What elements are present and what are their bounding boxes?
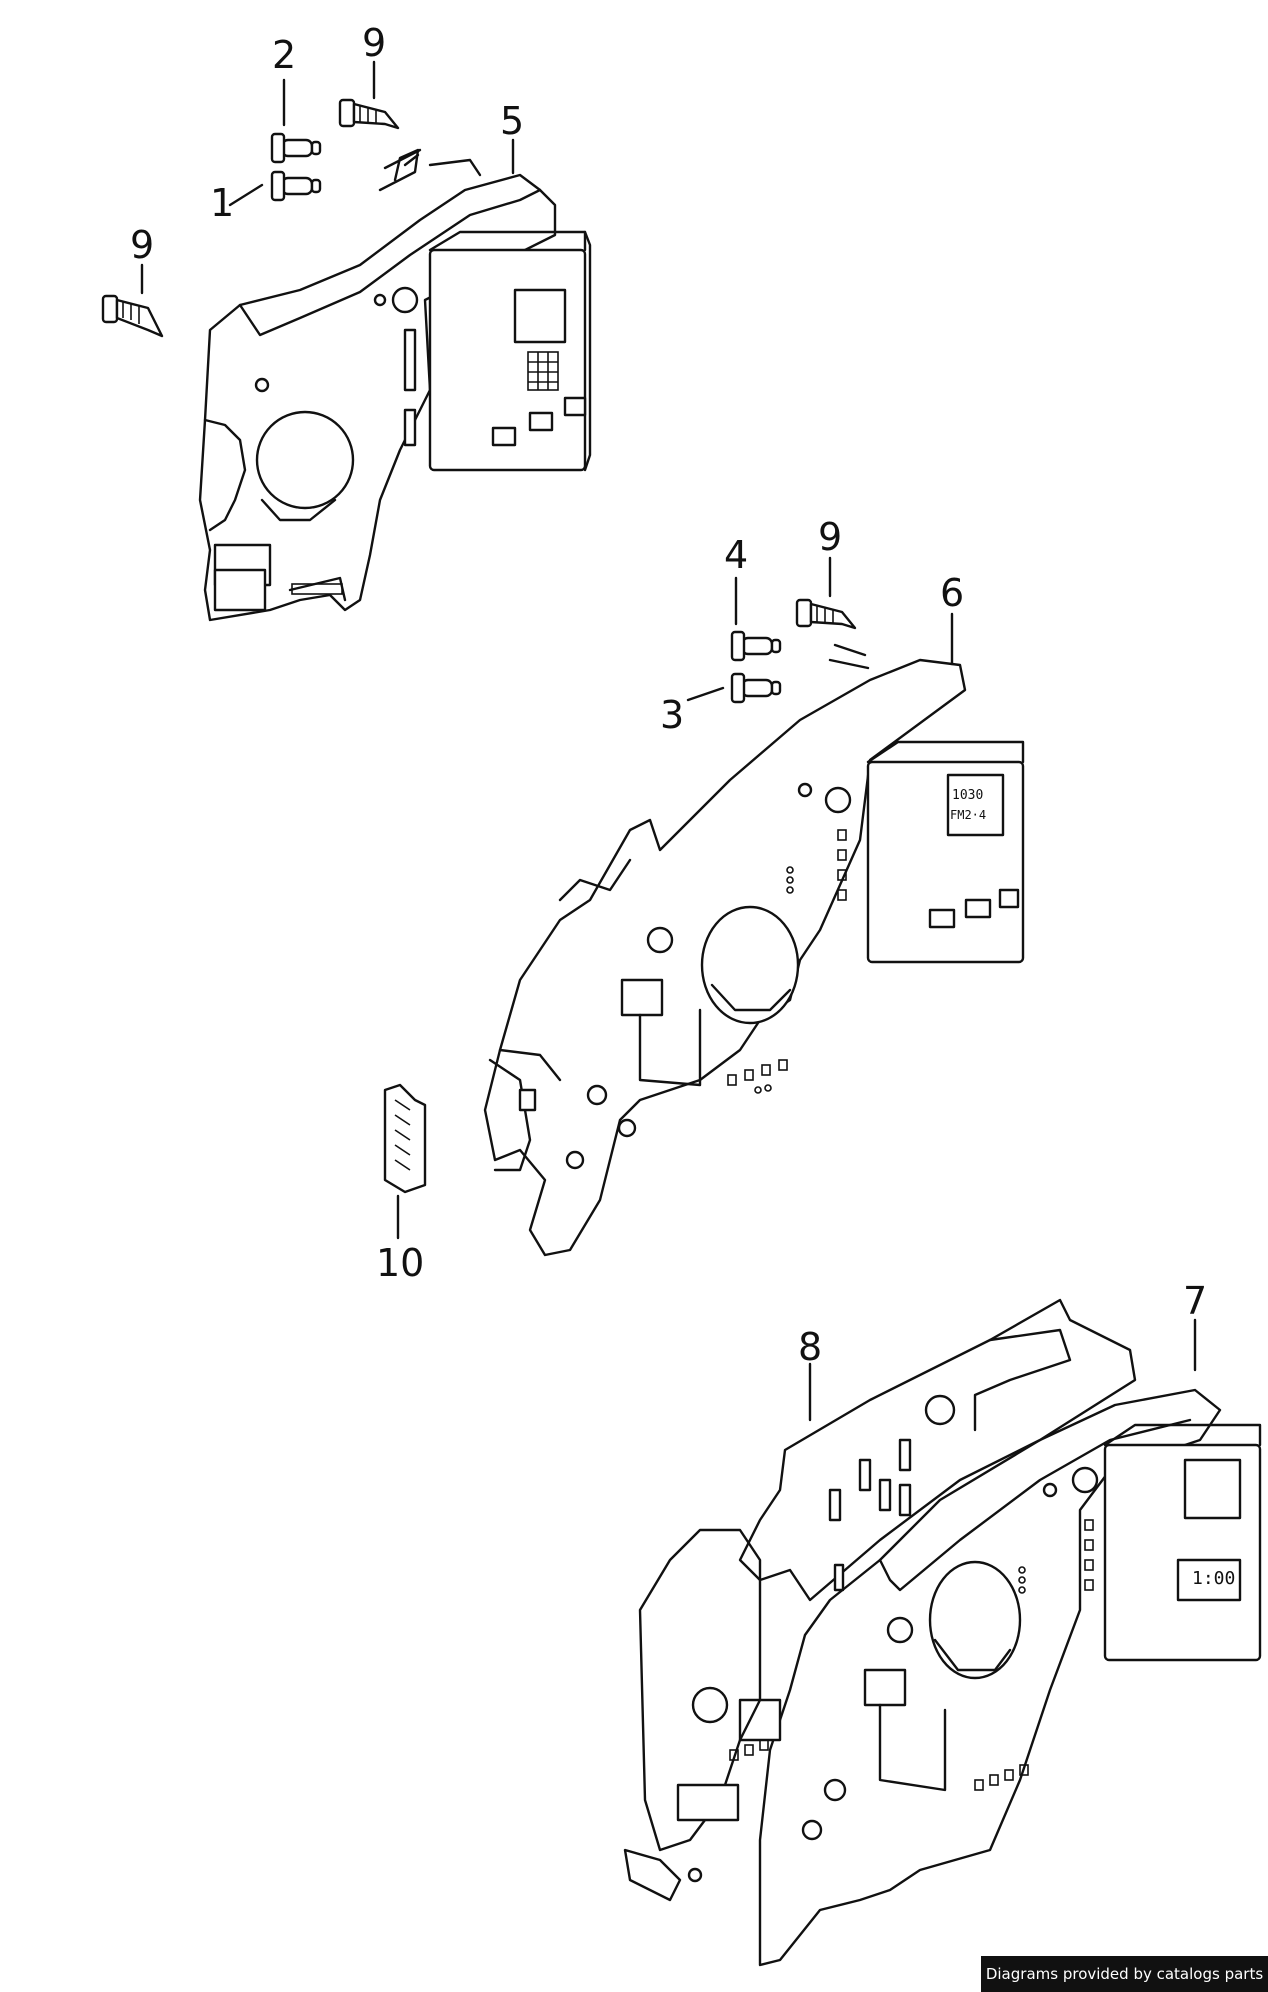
callout-7: 7 (1183, 1279, 1208, 1323)
instrument-cluster-housing-5 (198, 148, 592, 622)
display-line-2: FM2·4 (950, 808, 987, 822)
screw-9-top (338, 98, 400, 130)
circuit-board-8 (623, 1298, 1137, 1902)
callout-2: 2 (272, 33, 297, 77)
connector-10 (383, 1083, 427, 1194)
callout-5: 5 (500, 99, 525, 143)
bulb-2 (270, 132, 322, 164)
bulb-1 (270, 170, 322, 202)
callout-10: 10 (376, 1241, 425, 1285)
callout-9a: 9 (362, 21, 387, 65)
callout-9c: 9 (818, 515, 843, 559)
display-line-1: 1030 (952, 788, 984, 803)
callout-6: 6 (940, 571, 965, 615)
screw-9-middle (795, 598, 857, 630)
instrument-cluster-housing-6 (483, 658, 1025, 1257)
display-clock: 1:00 (1192, 1568, 1236, 1589)
callout-8: 8 (798, 1325, 823, 1369)
credit-banner: Diagrams provided by catalogs parts (981, 1956, 1268, 1992)
callout-4: 4 (724, 533, 749, 577)
leader-lines (140, 60, 1197, 1422)
callout-1: 1 (210, 181, 235, 225)
screw-9-left (101, 294, 164, 338)
callout-9b: 9 (130, 223, 155, 267)
callout-3: 3 (660, 693, 685, 737)
bulb-4 (730, 630, 782, 662)
bulb-3 (730, 672, 782, 704)
